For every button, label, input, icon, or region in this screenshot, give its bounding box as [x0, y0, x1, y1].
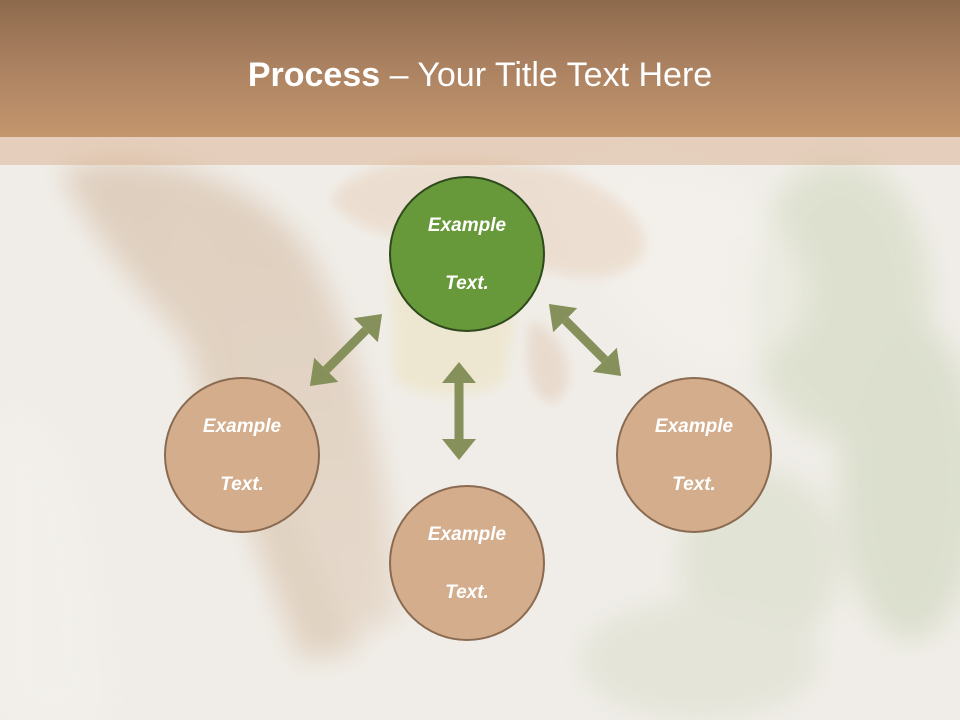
title-bar-band [0, 137, 960, 165]
double-arrow-upper-right [548, 303, 622, 377]
center-node-line1: Example [427, 214, 507, 236]
center-node-line2: Text. [445, 272, 489, 294]
double-arrow-vertical [442, 362, 476, 460]
title-bar [0, 0, 960, 137]
right-node-line2: Text. [672, 473, 716, 495]
right-node-line1: Example [654, 415, 734, 437]
left-node-line1: Example [202, 415, 282, 437]
bottom-node-line1: Example [427, 523, 507, 545]
left-node-line2: Text. [220, 473, 264, 495]
slide-title: Process – Your Title Text Here [0, 52, 960, 98]
title-rest-part: – Your Title Text Here [380, 56, 713, 94]
double-arrow-upper-left [309, 313, 383, 387]
bottom-node-line2: Text. [445, 581, 489, 603]
title-bold-part: Process [247, 56, 381, 94]
